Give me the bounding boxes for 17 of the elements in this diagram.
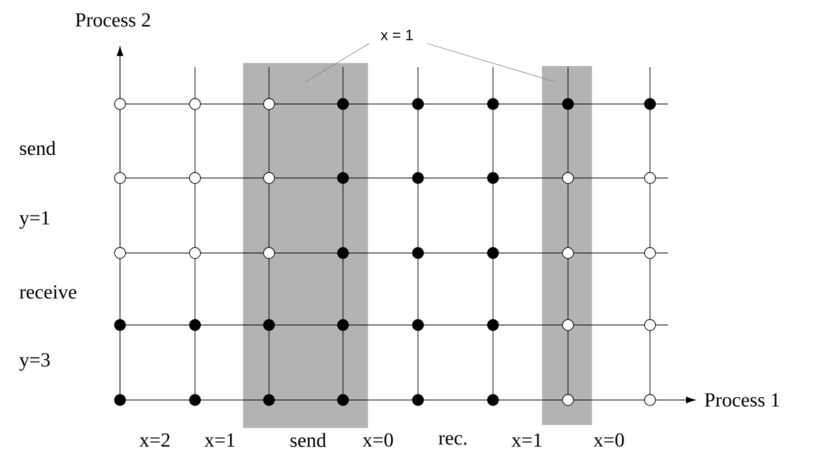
- text-label: x=0: [594, 433, 624, 447]
- text-label: y=3: [19, 353, 50, 371]
- text-label: x=1: [512, 433, 542, 447]
- leader-line: [305, 43, 370, 82]
- text-label: x=2: [140, 433, 170, 447]
- shaded-band: [243, 63, 368, 428]
- callout-label: x = 1: [380, 30, 413, 40]
- axis-label: Process 1: [704, 393, 780, 407]
- text-label: x=1: [204, 433, 234, 447]
- leader-line: [426, 43, 556, 82]
- shaded-band: [542, 66, 592, 425]
- text-label: send: [20, 140, 56, 156]
- text-label: rec.: [438, 435, 466, 445]
- text-label: receive: [20, 285, 76, 299]
- text-label: y=1: [19, 211, 50, 229]
- text-label: x=0: [362, 433, 393, 447]
- axis-label: Process 2: [76, 13, 150, 27]
